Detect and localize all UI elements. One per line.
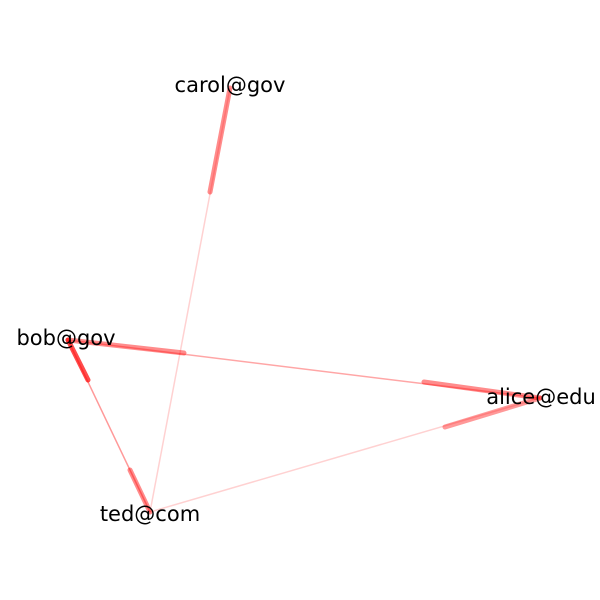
edges [65, 85, 543, 515]
edge-bob-alice-head-bob [65, 337, 187, 356]
edge-bob-alice-body [67, 339, 541, 399]
edge-bob-ted [65, 337, 153, 515]
edge-bob-alice-head-alice [421, 379, 543, 401]
edge-bob-ted-head-ted [127, 467, 153, 515]
node-label-ted: ted@com [100, 502, 200, 526]
edge-bob-ted-head-bob [65, 337, 91, 383]
edge-alice-ted-body [149, 397, 541, 513]
edge-carol-ted-head [207, 85, 233, 195]
node-label-alice: alice@edu [486, 385, 596, 409]
node-labels: carol@gov bob@gov alice@edu ted@com [16, 73, 595, 526]
edge-carol-ted-body [149, 87, 231, 513]
node-label-bob: bob@gov [16, 326, 115, 350]
edge-carol-ted [149, 85, 233, 513]
edge-alice-ted-head [442, 395, 543, 430]
edge-alice-ted [149, 395, 543, 513]
node-label-carol: carol@gov [175, 73, 286, 97]
edge-bob-alice [65, 337, 543, 401]
